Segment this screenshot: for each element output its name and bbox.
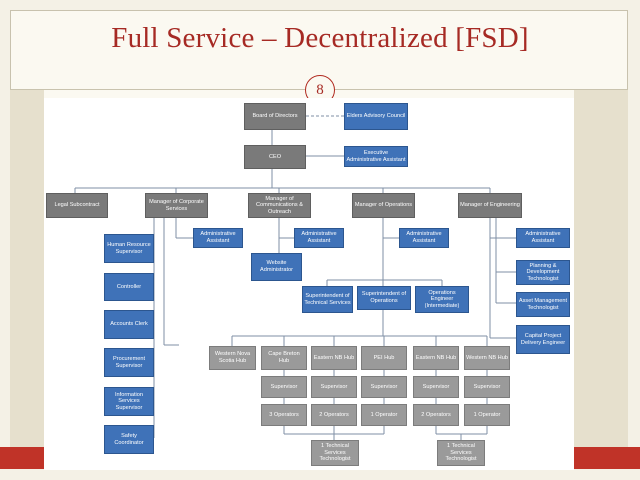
- admin-assistant-ops-box: Administrative Assistant: [399, 228, 449, 248]
- elders-advisory-council-box: Elders Advisory Council: [344, 103, 408, 130]
- asset-management-technologist-box: Asset Management Technologist: [516, 292, 570, 317]
- hub-eastern-nb-box: Eastern NB Hub: [311, 346, 357, 370]
- supervisor-box: Supervisor: [361, 376, 407, 398]
- supervisor-box: Supervisor: [464, 376, 510, 398]
- safety-coordinator-box: Safety Coordinator: [104, 425, 154, 454]
- controller-box: Controller: [104, 273, 154, 301]
- board-of-directors-box: Board of Directors: [244, 103, 306, 130]
- accounts-clerk-box: Accounts Clerk: [104, 310, 154, 339]
- operations-engineer-box: Operations Engineer (Intermediate): [415, 286, 469, 313]
- hub-eastern-nb-2-box: Eastern NB Hub: [413, 346, 459, 370]
- legal-subcontract-box: Legal Subcontract: [46, 193, 108, 218]
- org-chart-connectors: [74, 115, 516, 440]
- manager-engineering-box: Manager of Engineering: [458, 193, 522, 218]
- operators-box: 2 Operators: [311, 404, 357, 426]
- org-chart: Board of Directors Elders Advisory Counc…: [44, 98, 574, 470]
- technical-services-technologist-box: 1 Technical Services Technologist: [437, 440, 485, 466]
- operators-box: 1 Operator: [361, 404, 407, 426]
- admin-assistant-comms-box: Administrative Assistant: [294, 228, 344, 248]
- supervisor-box: Supervisor: [413, 376, 459, 398]
- admin-assistant-eng-box: Administrative Assistant: [516, 228, 570, 248]
- ceo-box: CEO: [244, 145, 306, 169]
- admin-assistant-corporate-box: Administrative Assistant: [193, 228, 243, 248]
- manager-corporate-services-box: Manager of Corporate Services: [145, 193, 208, 218]
- hub-western-nova-scotia-box: Western Nova Scotia Hub: [209, 346, 256, 370]
- operators-box: 1 Operator: [464, 404, 510, 426]
- technical-services-technologist-box: 1 Technical Services Technologist: [311, 440, 359, 466]
- executive-assistant-box: Executive Administrative Assistant: [344, 146, 408, 167]
- manager-operations-box: Manager of Operations: [352, 193, 415, 218]
- left-accent-bar: [0, 447, 44, 469]
- slide-title: Full Service – Decentralized [FSD]: [111, 22, 529, 54]
- manager-communications-box: Manager of Communications & Outreach: [248, 193, 311, 218]
- capital-project-engineer-box: Capital Project Delivery Engineer: [516, 325, 570, 354]
- left-side-band: [10, 90, 44, 447]
- information-services-supervisor-box: Information Services Supervisor: [104, 387, 154, 416]
- superintendent-operations-box: Superintendent of Operations: [357, 286, 411, 310]
- hub-western-nb-box: Western NB Hub: [464, 346, 510, 370]
- hr-supervisor-box: Human Resource Supervisor: [104, 234, 154, 263]
- hub-pei-box: PEI Hub: [361, 346, 407, 370]
- right-side-band: [574, 90, 628, 447]
- right-accent-bar: [574, 447, 640, 469]
- hub-cape-breton-box: Cape Breton Hub: [261, 346, 307, 370]
- operators-box: 3 Operators: [261, 404, 307, 426]
- procurement-supervisor-box: Procurement Supervisor: [104, 348, 154, 377]
- supervisor-box: Supervisor: [261, 376, 307, 398]
- planning-development-technologist-box: Planning & Development Technologist: [516, 260, 570, 285]
- operators-box: 2 Operators: [413, 404, 459, 426]
- website-administrator-box: Website Administrator: [251, 253, 302, 281]
- supervisor-box: Supervisor: [311, 376, 357, 398]
- superintendent-technical-services-box: Superintendent of Technical Services: [302, 286, 353, 313]
